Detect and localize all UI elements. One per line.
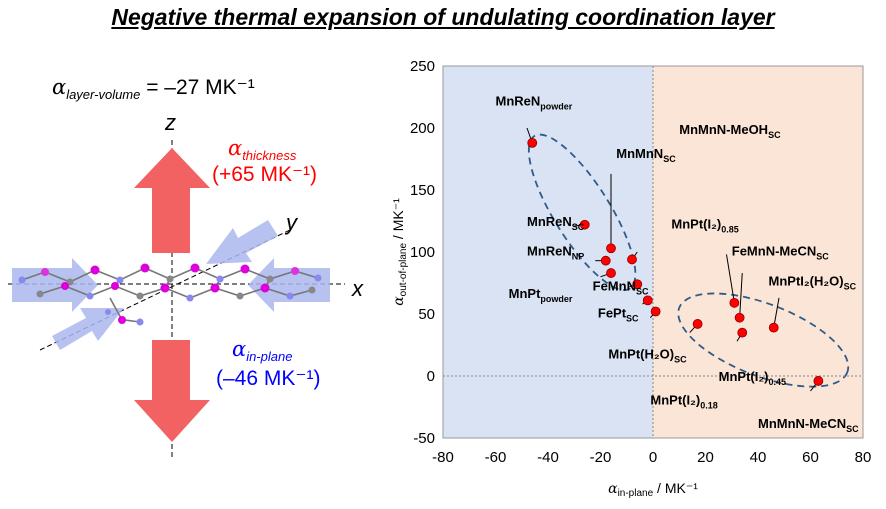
x-axis-title: αin-plane / MK⁻¹ [608, 480, 698, 499]
data-point [734, 312, 745, 323]
thickness-up-arrow [134, 148, 210, 253]
data-point [627, 254, 637, 265]
plot-border [442, 65, 864, 439]
x-ticks: -80 -60 -40 -20 0 20 40 60 80 [432, 449, 871, 466]
leader-line [739, 273, 743, 318]
data-point [606, 268, 616, 278]
point-label: MnReNNP [527, 244, 584, 262]
x-axis-label: x [351, 276, 364, 301]
x-tick-label: 0 [649, 449, 657, 466]
page-title: Negative thermal expansion of undulating… [111, 4, 775, 30]
y-tick-label: -50 [413, 430, 435, 447]
data-point [606, 243, 616, 254]
in-plane-arrow-back [206, 220, 278, 264]
x-tick-label: 60 [802, 449, 819, 466]
point-label: MnMnN-MeOHSC [679, 122, 781, 140]
y-tick-label: 150 [410, 182, 435, 199]
point-label: MnReNSC [527, 214, 585, 232]
point-label: MnPt(I₂)0.45 [719, 369, 786, 387]
point-label: MnPt(H₂O)SC [608, 347, 687, 365]
x-tick-label: -20 [590, 449, 612, 466]
x-tick-label: -40 [537, 449, 559, 466]
in-plane-arrow-right [248, 258, 330, 312]
point-label: MnPt(I₂)0.85 [671, 216, 738, 234]
thickness-value: (+65 MK⁻¹) [212, 163, 317, 186]
x-tick-label: 80 [855, 449, 872, 466]
schematic-svg: αlayer-volume = –27 MK⁻¹ z y x [8, 75, 364, 460]
y-tick-label: 0 [427, 368, 435, 385]
positive-group-ellipse [677, 292, 850, 388]
leader-line [773, 297, 780, 328]
chart-svg: -80 -60 -40 -20 0 20 40 60 80 -50 0 50 100 150 200 250… [390, 58, 871, 499]
in-plane-value: (–46 MK⁻¹) [216, 367, 320, 390]
point-label: MnMnN-MeCNSC [758, 416, 859, 434]
scatter-chart: -80 -60 -40 -20 0 20 40 60 80 -50 0 50 100 150 200 250… [383, 50, 886, 504]
data-point [642, 295, 653, 306]
in-plane-label: αin-plane [232, 337, 292, 364]
point-label: MnMnNSC [616, 146, 676, 164]
z-axis-label: z [164, 110, 176, 135]
y-axis-title: αout-of-plane / MK⁻¹ [390, 198, 409, 306]
y-tick-label: 250 [410, 58, 435, 75]
y-tick-label: 200 [410, 120, 435, 137]
y-tick-label: 50 [418, 306, 435, 323]
x-tick-label: 20 [697, 449, 714, 466]
data-point [768, 322, 779, 333]
negative-group-ellipse [527, 133, 637, 291]
point-label: FeMnN-MeCNSC [732, 244, 830, 262]
data-point [527, 137, 538, 148]
point-label: MnReNpowder [496, 94, 573, 112]
point-label: MnPtpowder [509, 286, 573, 304]
x-tick-label: -60 [485, 449, 507, 466]
grouping-ellipses [527, 133, 850, 388]
data-point [579, 219, 590, 230]
x-tick-label: 40 [750, 449, 767, 466]
data-point [650, 306, 661, 317]
in-plane-arrow-front [52, 308, 124, 350]
data-point [737, 327, 748, 338]
expansion-schematic: αlayer-volume = –27 MK⁻¹ z y x [0, 50, 380, 504]
y-axis-label: y [284, 210, 299, 235]
thickness-down-arrow [134, 340, 210, 442]
point-label: FePtSC [598, 306, 639, 324]
point-label: MnPtI₂(H₂O)SC [769, 273, 857, 291]
data-point [632, 279, 643, 290]
data-point [600, 255, 611, 266]
point-label: MnPt(I₂)0.18 [650, 393, 717, 411]
data-point [729, 297, 740, 308]
leader-line [726, 254, 735, 303]
y-tick-label: 100 [410, 244, 435, 261]
layer-volume-label: αlayer-volume = –27 MK⁻¹ [52, 75, 255, 102]
thickness-label: αthickness [228, 136, 297, 163]
data-points [527, 137, 824, 386]
point-label: FeMnNSC [593, 278, 649, 296]
layer-atoms [18, 263, 322, 326]
in-plane-arrow-left [12, 258, 98, 312]
data-point [692, 319, 703, 329]
data-point [813, 376, 824, 386]
y-ticks: -50 0 50 100 150 200 250 [410, 58, 435, 447]
x-tick-label: -80 [432, 449, 454, 466]
